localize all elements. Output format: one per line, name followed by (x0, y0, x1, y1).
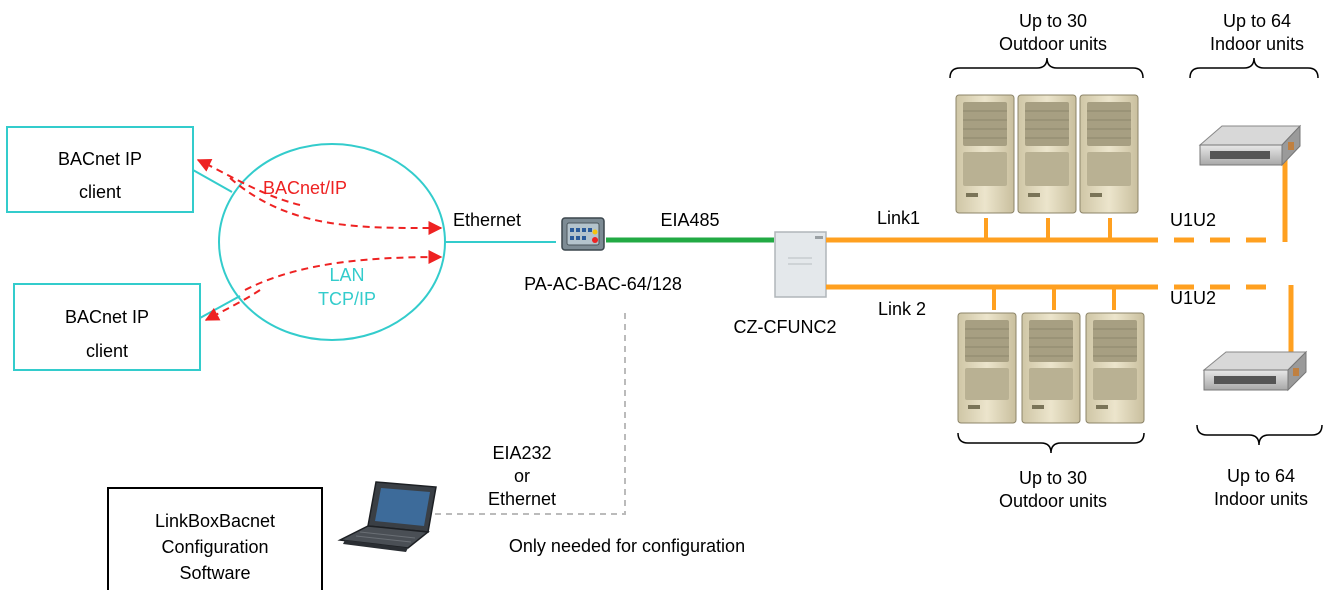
ethernet-label: Ethernet (453, 210, 521, 230)
outdoor-unit-icon (1021, 312, 1081, 424)
indoor-bottom-line2: Indoor units (1214, 489, 1308, 509)
indoor-unit-icon (1202, 350, 1308, 392)
brace-outdoor-top (949, 57, 1144, 79)
outdoor-top-line1: Up to 30 (1019, 11, 1087, 31)
indoor-top-line1: Up to 64 (1223, 11, 1291, 31)
bacnet-arrow-in-1 (229, 177, 443, 236)
laptop-icon (337, 481, 437, 552)
gateway-model-label: PA-AC-BAC-64/128 (524, 274, 682, 294)
bacnet-arrow-to-client-2 (204, 289, 261, 321)
outdoor-bottom-line2: Outdoor units (999, 491, 1107, 511)
client-1-line1: BACnet IP (58, 149, 142, 169)
lan-cloud (218, 143, 446, 341)
config-link-line1: EIA232 (492, 443, 551, 463)
brace-outdoor-bottom (957, 432, 1145, 454)
outdoor-top-line2: Outdoor units (999, 34, 1107, 54)
client-1-line2: client (79, 182, 121, 202)
software-line2: Configuration (161, 537, 268, 557)
indoor-bottom-line1: Up to 64 (1227, 466, 1295, 486)
indoor-top-line2: Indoor units (1210, 34, 1304, 54)
bacnet-arrow-to-client-1 (196, 159, 301, 206)
outdoor-unit-icon (957, 312, 1017, 424)
indoor-unit-icon (1198, 124, 1302, 167)
brace-indoor-top (1189, 57, 1319, 79)
outdoor-unit-icon (1085, 312, 1145, 424)
bacnet-arrow-in-2 (244, 250, 443, 291)
lan-label-2: TCP/IP (318, 289, 376, 309)
client-2-line1: BACnet IP (65, 307, 149, 327)
software-box: LinkBoxBacnet Configuration Software (107, 487, 323, 590)
interface-device-icon (774, 231, 827, 298)
gateway-device-icon (561, 217, 605, 251)
brace-indoor-bottom (1196, 424, 1323, 446)
software-line1: LinkBoxBacnet (155, 511, 275, 531)
client-1-connector (192, 169, 233, 193)
config-link-line2: or (514, 466, 530, 486)
outdoor-unit-icon (1079, 94, 1139, 214)
link-2-u1u2-label: U1U2 (1170, 288, 1216, 308)
link-1-label: Link1 (877, 208, 920, 228)
config-link-line3: Ethernet (488, 489, 556, 509)
interface-model-label: CZ-CFUNC2 (734, 317, 837, 337)
config-link-dashed (430, 313, 626, 515)
lan-label-1: LAN (329, 265, 364, 285)
bacnet-client-1: BACnet IP client (6, 126, 194, 213)
link-1-u1u2-label: U1U2 (1170, 210, 1216, 230)
protocol-label: BACnet/IP (263, 178, 347, 198)
client-2-line2: client (86, 341, 128, 361)
config-note: Only needed for configuration (509, 536, 745, 556)
outdoor-unit-icon (955, 94, 1015, 214)
eia485-label: EIA485 (660, 210, 719, 230)
software-line3: Software (179, 563, 250, 583)
client-2-connector (199, 295, 241, 319)
outdoor-bottom-line1: Up to 30 (1019, 468, 1087, 488)
bacnet-client-2: BACnet IP client (13, 283, 201, 371)
outdoor-unit-icon (1017, 94, 1077, 214)
link-2-label: Link 2 (878, 299, 926, 319)
